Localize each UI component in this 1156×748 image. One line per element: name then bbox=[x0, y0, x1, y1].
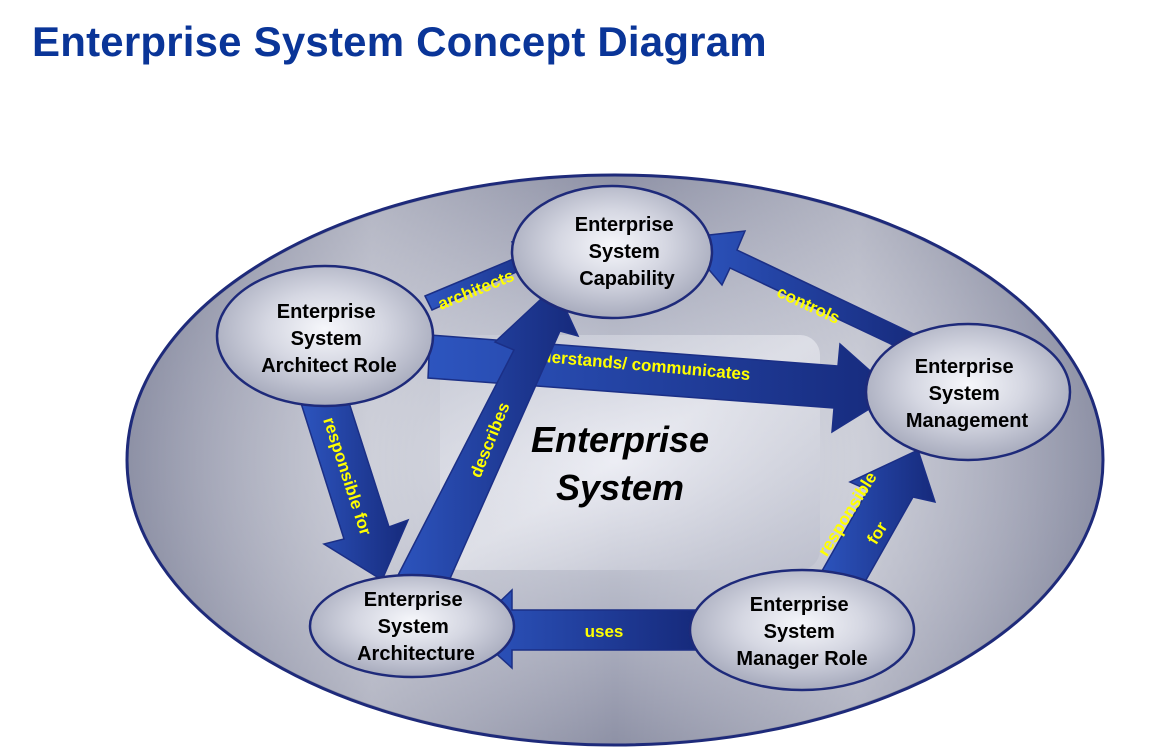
svg-text:Enterprise System: Enterprise System Architecture bbox=[357, 589, 475, 665]
node-capability-line2: System bbox=[589, 241, 660, 263]
node-management-line1: Enterprise bbox=[915, 356, 1014, 378]
center-label-line1: Enterprise bbox=[531, 419, 709, 460]
svg-text:Enterprise System: Enterprise System Architect Role bbox=[261, 301, 397, 377]
arrow-label-uses: uses bbox=[585, 622, 624, 641]
node-enterprise-system-manager-role: Enterprise System Manager Role bbox=[688, 568, 916, 692]
node-enterprise-system-architecture: Enterprise System Architecture bbox=[308, 573, 516, 679]
node-architect-role-line3: Architect Role bbox=[261, 355, 397, 377]
node-management-line3: Management bbox=[906, 410, 1029, 432]
node-enterprise-system-management: Enterprise System Management bbox=[864, 322, 1072, 462]
node-capability-line1: Enterprise bbox=[575, 214, 674, 236]
svg-text:Enterprise System: Enterprise System Management bbox=[906, 356, 1029, 432]
node-enterprise-system-capability: Enterprise System Capability bbox=[510, 184, 714, 320]
node-management-line2: System bbox=[929, 383, 1000, 405]
node-enterprise-system-architect-role: Enterprise System Architect Role bbox=[215, 264, 435, 408]
node-architecture-line1: Enterprise bbox=[364, 589, 463, 611]
node-architect-role-line2: System bbox=[291, 328, 362, 350]
center-label-line2: System bbox=[556, 467, 684, 508]
node-architect-role-line1: Enterprise bbox=[277, 301, 376, 323]
node-architecture-line3: Architecture bbox=[357, 643, 475, 665]
svg-text:Enterprise System: Enterprise System Capability bbox=[575, 214, 680, 290]
node-manager-role-line1: Enterprise bbox=[750, 594, 849, 616]
page-title: Enterprise System Concept Diagram bbox=[32, 18, 767, 65]
node-manager-role-line2: System bbox=[764, 621, 835, 643]
node-manager-role-line3: Manager Role bbox=[736, 648, 867, 670]
svg-text:Enterprise System: Enterprise System Manager Role bbox=[736, 594, 867, 670]
node-capability-line3: Capability bbox=[579, 268, 675, 290]
node-architecture-line2: System bbox=[378, 616, 449, 638]
